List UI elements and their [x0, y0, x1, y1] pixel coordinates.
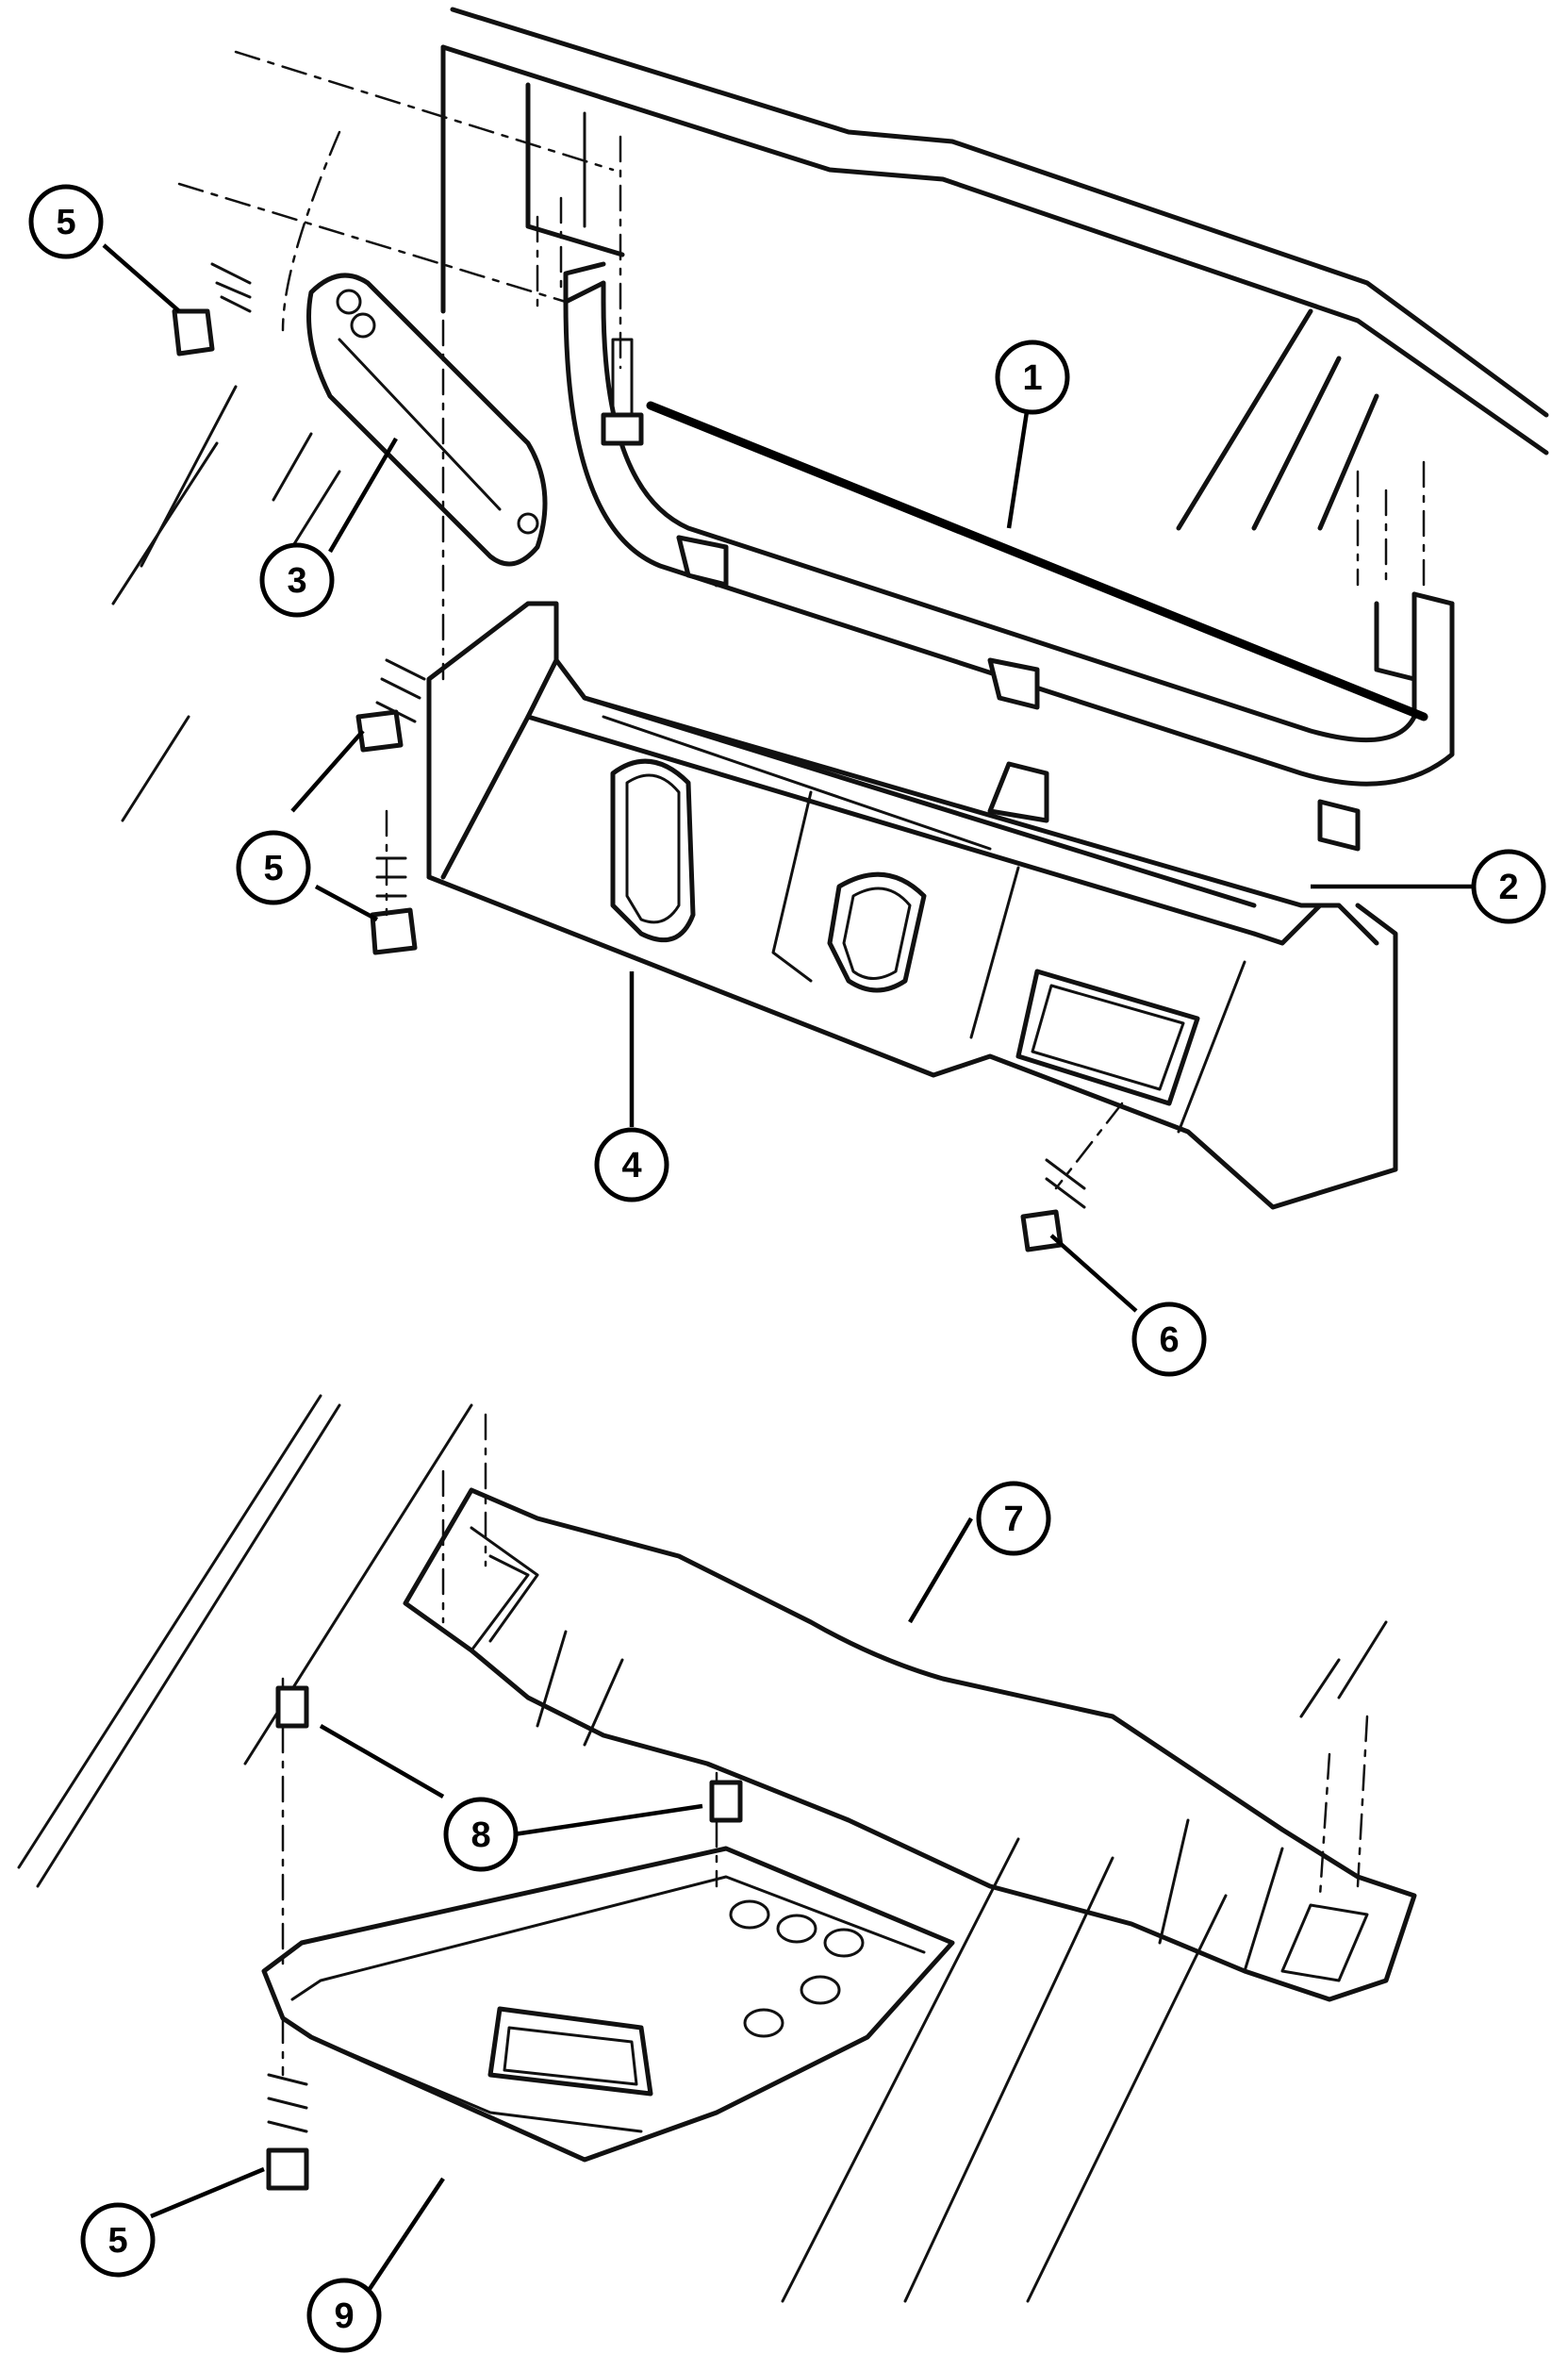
callout-5-top: 5 — [28, 184, 104, 259]
callout-7: 7 — [976, 1481, 1051, 1556]
callout-6: 6 — [1131, 1301, 1207, 1377]
callout-1: 1 — [995, 340, 1070, 415]
leader-lines — [102, 243, 1476, 2294]
callout-5-middle: 5 — [236, 830, 311, 905]
callout-4-label: 4 — [621, 1146, 641, 1185]
lower-skid-plate — [261, 1677, 955, 2191]
callout-3: 3 — [259, 542, 335, 618]
callout-7-label: 7 — [1003, 1500, 1023, 1539]
callout-8-label: 8 — [470, 1815, 490, 1855]
callout-5-bottom-label: 5 — [107, 2221, 127, 2261]
callout-1-label: 1 — [1022, 358, 1042, 398]
callout-5-bottom: 5 — [80, 2202, 156, 2278]
callout-2: 2 — [1471, 849, 1546, 924]
top-fasteners — [172, 130, 1426, 1252]
callout-9-label: 9 — [334, 2296, 354, 2336]
callout-5-top-label: 5 — [56, 203, 75, 242]
callout-2-label: 2 — [1498, 868, 1518, 907]
callout-8: 8 — [443, 1797, 519, 1872]
callout-6-label: 6 — [1159, 1320, 1179, 1360]
crossmember-channel — [403, 1413, 1417, 2002]
callout-5-middle-label: 5 — [263, 849, 283, 888]
callout-3-label: 3 — [287, 561, 306, 601]
callout-9: 9 — [306, 2278, 382, 2353]
callout-4: 4 — [594, 1127, 669, 1202]
left-mounting-arm — [306, 273, 548, 567]
crossmember-tube — [563, 261, 1455, 787]
skid-plate — [426, 535, 1398, 1210]
upper-vehicle-frame — [111, 7, 1549, 822]
